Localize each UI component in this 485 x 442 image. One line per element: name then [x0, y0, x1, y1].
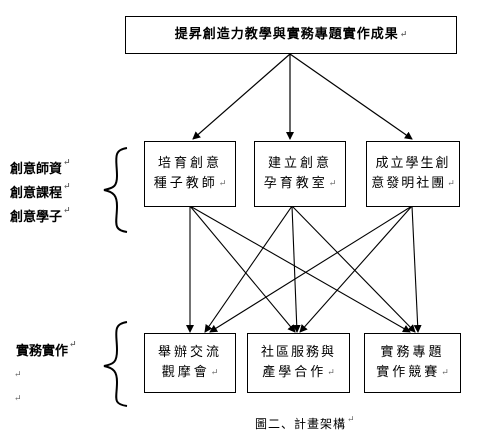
arrow-m3-b3 [411, 205, 422, 333]
action-box-1-line1: 舉辦交流 [157, 345, 222, 360]
label-creative-students-text: 創意學子 [10, 210, 63, 225]
arrow-title-to-box-3 [289, 53, 413, 140]
label-creative-teachers: 創意師資↵ [10, 158, 71, 177]
label-creative-students: 創意學子↵ [10, 206, 71, 225]
paragraph-mark: ↵ [210, 368, 219, 378]
paragraph-mark: ↵ [328, 179, 337, 189]
left-brace-bottom [103, 321, 128, 407]
arrow-m1-b3 [189, 205, 411, 333]
empty-paragraph-mark-1: ↵ [14, 370, 22, 380]
arrow-m3-b2 [299, 205, 413, 333]
label-practical-implementation-text: 實務實作 [16, 344, 69, 359]
arrow-m2-b3 [291, 205, 416, 333]
paragraph-mark: ↵ [63, 206, 71, 216]
cross-arrows [186, 205, 422, 333]
left-brace-top [103, 147, 128, 233]
label-creative-teachers-text: 創意師資 [10, 162, 63, 177]
arrow-m2-b1 [204, 205, 293, 333]
empty-paragraph-mark-2: ↵ [14, 394, 22, 404]
paragraph-mark: ↵ [347, 415, 355, 425]
action-box-2: 社區服務與 產學合作↵ [247, 333, 350, 393]
arrow-m3-b1 [209, 205, 413, 333]
strategy-box-3-line1: 成立學生創 [375, 156, 451, 171]
paragraph-mark: ↵ [218, 179, 227, 189]
strategy-box-3-line2: 意發明社團 [371, 176, 447, 191]
figure-caption-text: 圖二、計畫架構 [255, 417, 347, 431]
arrow-title-to-box-1 [192, 53, 291, 140]
strategy-box-1-line1: 培育創意 [157, 156, 222, 171]
action-box-1-line2: 觀摩會 [161, 365, 210, 380]
label-practical-implementation: 實務實作↵ [16, 340, 77, 359]
paragraph-mark: ↵ [63, 182, 71, 192]
action-box-1: 舉辦交流 觀摩會↵ [144, 333, 236, 393]
paragraph-mark: ↵ [63, 158, 71, 168]
paragraph-mark: ↵ [327, 368, 335, 378]
strategy-box-2-line1: 建立創意 [267, 156, 332, 171]
strategy-box-1: 培育創意 種子教師↵ [144, 141, 236, 207]
label-creative-courses: 創意課程↵ [10, 182, 71, 201]
goal-box: 提昇創造力教學與實務專題實作成果↵ [125, 16, 457, 54]
paragraph-mark: ↵ [441, 368, 449, 378]
top-arrows [192, 53, 413, 140]
strategy-box-1-line2: 種子教師 [153, 176, 218, 191]
paragraph-mark: ↵ [447, 179, 455, 189]
arrow-m1-b2 [189, 205, 296, 333]
label-creative-courses-text: 創意課程 [10, 186, 63, 201]
arrow-m2-b2 [291, 205, 301, 333]
action-box-2-line1: 社區服務與 [260, 345, 336, 360]
action-box-3-line1: 實務專題 [380, 345, 445, 360]
strategy-box-2-line2: 孕育教室 [263, 176, 328, 191]
strategy-box-2: 建立創意 孕育教室↵ [254, 141, 346, 207]
action-box-3: 實務專題 實作競賽↵ [364, 333, 461, 393]
action-box-2-line2: 產學合作 [262, 365, 327, 380]
action-box-3-line2: 實作競賽 [376, 365, 441, 380]
paragraph-mark: ↵ [69, 340, 77, 350]
goal-title: 提昇創造力教學與實務專題實作成果 [174, 27, 399, 42]
paragraph-mark: ↵ [399, 30, 408, 40]
figure-caption: 圖二、計畫架構↵ [255, 415, 355, 432]
strategy-box-3: 成立學生創 意發明社團↵ [366, 141, 460, 207]
